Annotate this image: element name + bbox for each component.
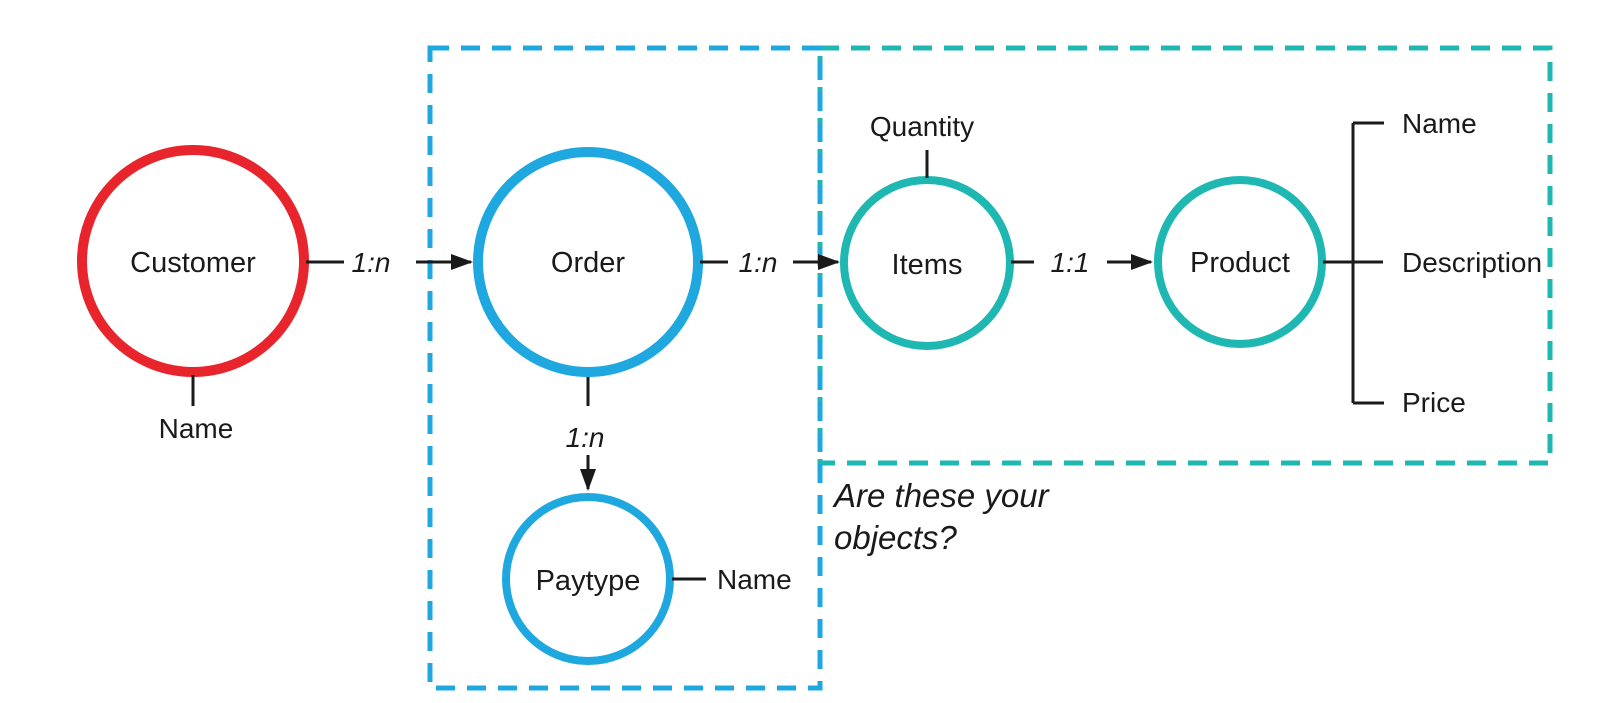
relation-order-paytype-label: 1:n: [566, 422, 605, 453]
entity-order-label: Order: [551, 247, 625, 279]
attribute-paytype-name-label: Name: [717, 564, 792, 595]
relation-items-product-label: 1:1: [1051, 247, 1090, 278]
attribute-items-quantity-label: Quantity: [870, 111, 974, 142]
entity-order-circle: [473, 147, 703, 377]
attribute-product-description-label: Description: [1402, 247, 1542, 278]
relation-customer-order-label: 1:n: [352, 247, 391, 278]
entity-product-circle: [1154, 176, 1326, 348]
attribute-customer-name-label: Name: [159, 413, 234, 444]
entity-paytype-label: Paytype: [536, 565, 641, 597]
entity-paytype-circle: [502, 493, 674, 665]
entity-items-label: Items: [892, 249, 963, 281]
group-box-order-paytype: [427, 45, 823, 691]
entity-items-circle: [840, 176, 1014, 350]
annotation-question-line1: Are these your: [832, 477, 1051, 514]
entity-customer-label: Customer: [130, 247, 256, 279]
entity-product-label: Product: [1190, 247, 1290, 279]
relation-order-items-label: 1:n: [739, 247, 778, 278]
attribute-product-price-label: Price: [1402, 387, 1466, 418]
entity-customer-circle: [77, 145, 309, 377]
annotation-question-line2: objects?: [834, 519, 958, 556]
attribute-product-name-label: Name: [1402, 108, 1477, 139]
